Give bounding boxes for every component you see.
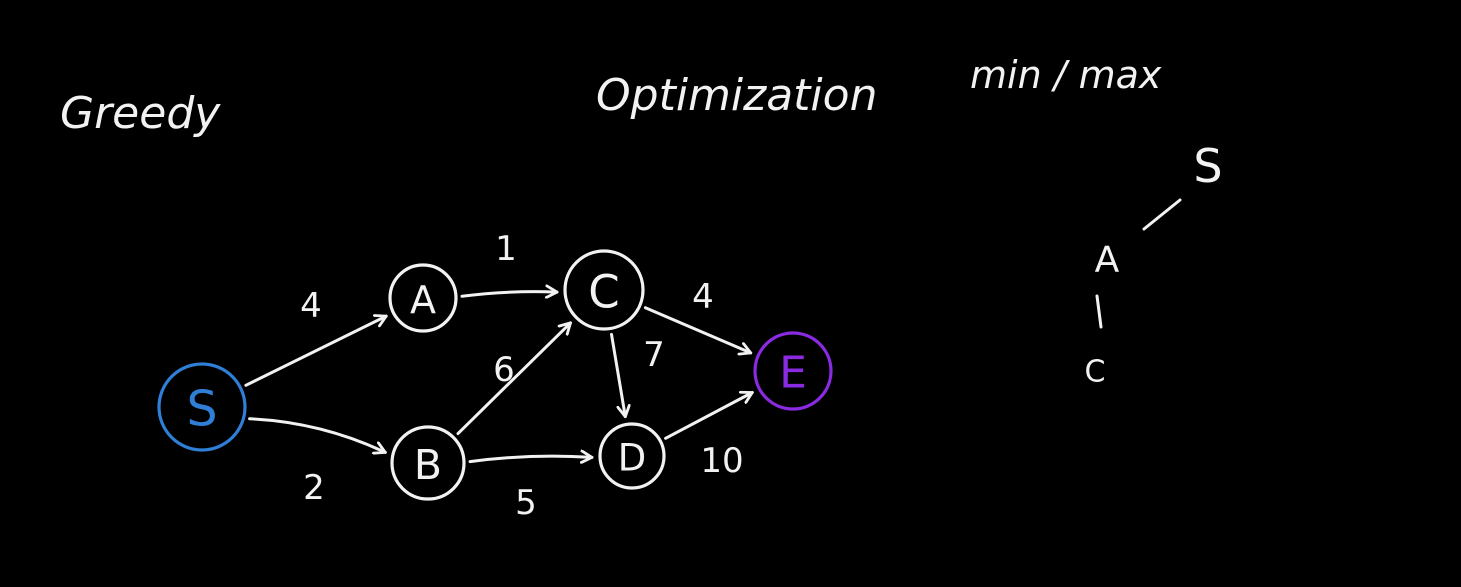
path-link-s-a xyxy=(1142,198,1182,231)
edge-c-e xyxy=(643,306,753,353)
node-b: B xyxy=(390,425,466,501)
node-c-circle xyxy=(563,249,645,331)
path-node-a: A xyxy=(1095,240,1120,281)
node-d-label: D xyxy=(618,437,647,480)
node-e-label: E xyxy=(779,348,807,399)
node-c-label: C xyxy=(588,266,619,319)
node-s-label: S xyxy=(186,381,217,438)
edge-weight-s-b: 2 xyxy=(303,468,325,508)
edge-d-e xyxy=(664,393,754,440)
node-s-circle xyxy=(157,362,247,452)
edge-weight-s-a: 4 xyxy=(300,286,322,326)
node-d: D xyxy=(598,422,666,490)
edge-s-a xyxy=(244,316,388,387)
node-a-label: A xyxy=(410,278,436,322)
greedy-path-tree: S A C xyxy=(1085,139,1223,390)
edge-weight-c-d: 7 xyxy=(643,335,665,375)
node-e-circle xyxy=(753,331,833,411)
node-a-circle xyxy=(388,263,458,333)
heading-min-max: min / max xyxy=(970,53,1162,97)
heading-optimization: Optimization xyxy=(596,70,877,121)
node-d-circle xyxy=(598,422,666,490)
edge-weight-b-d: 5 xyxy=(515,483,537,523)
path-node-s: S xyxy=(1193,139,1222,193)
heading-greedy: Greedy xyxy=(60,88,221,139)
edge-a-c xyxy=(460,292,559,297)
node-b-circle xyxy=(390,425,466,501)
edge-b-c xyxy=(456,321,572,436)
path-node-c: C xyxy=(1085,355,1106,390)
edge-weight-c-e: 4 xyxy=(692,277,714,317)
edge-s-b xyxy=(248,417,387,453)
node-a: A xyxy=(388,263,458,333)
node-e: E xyxy=(753,331,833,411)
path-link-a-c xyxy=(1095,294,1103,329)
edge-c-d xyxy=(610,332,626,419)
node-c: C xyxy=(563,249,645,331)
edge-b-d xyxy=(468,456,594,461)
graph-nodes: S A B C D E xyxy=(157,249,833,501)
edge-weight-d-e: 10 xyxy=(700,441,743,481)
edge-weight-b-c: 6 xyxy=(493,350,515,390)
node-b-label: B xyxy=(414,441,442,489)
node-s: S xyxy=(157,362,247,452)
edge-weight-a-c: 1 xyxy=(495,229,517,269)
